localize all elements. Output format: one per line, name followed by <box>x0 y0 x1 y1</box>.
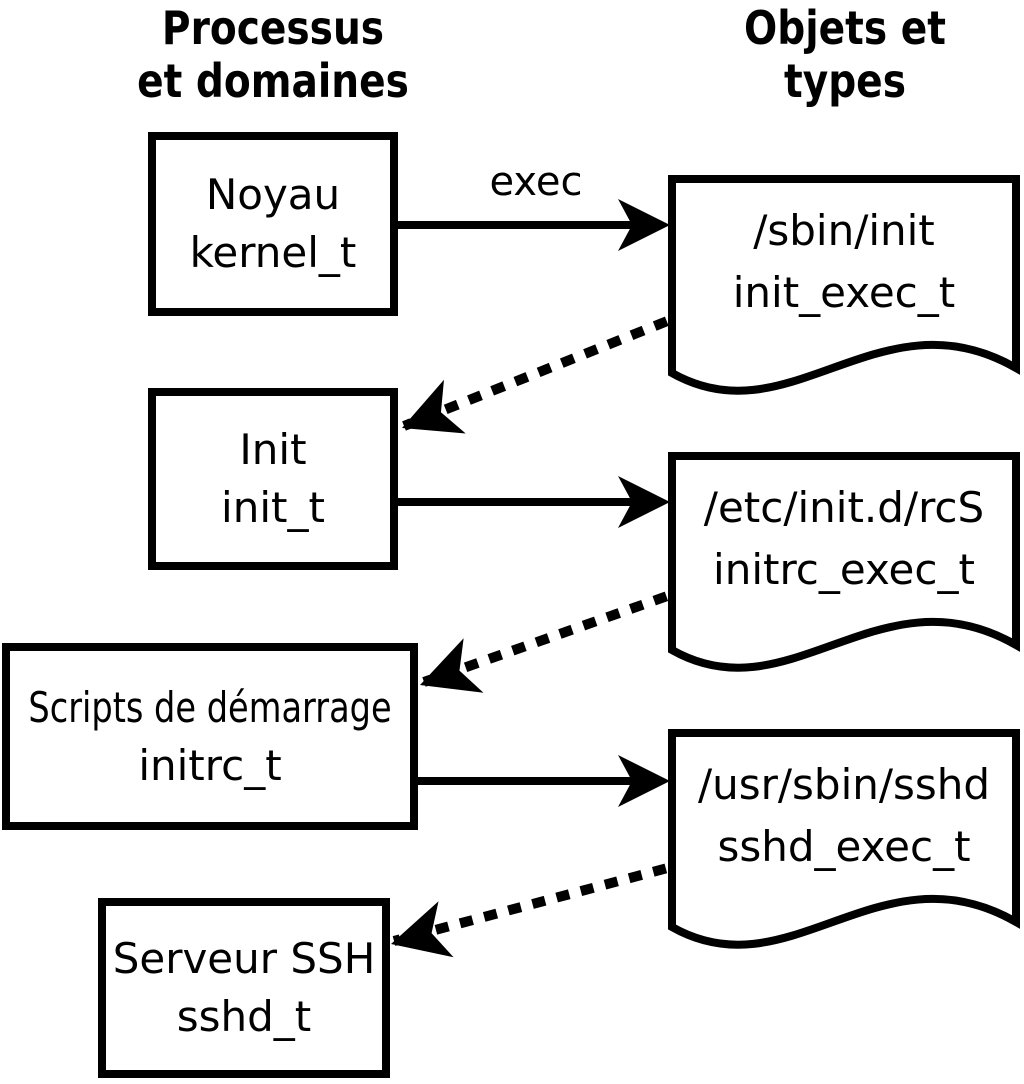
transition-line-initexec-to-init <box>402 307 692 431</box>
column-header-processes: Processus et domaines <box>82 2 465 108</box>
exec-edge-label: exec <box>489 159 583 205</box>
object-path: /usr/sbin/sshd <box>697 760 991 809</box>
process-name: Noyau <box>205 170 341 219</box>
process-name: Scripts de démarrage <box>28 682 392 732</box>
object-type: sshd_exec_t <box>717 822 971 871</box>
document-shape-etc-initd-rcs <box>668 452 1020 672</box>
header-processes-line2: et domaines <box>137 54 409 108</box>
object-path: /etc/init.d/rcS <box>703 483 985 532</box>
process-domain: initrc_t <box>138 740 282 790</box>
process-name: Init <box>239 425 307 474</box>
exec-arrowhead-init-to-initrcexec <box>618 476 670 528</box>
document-shape-usr-sbin-sshd <box>668 729 1020 949</box>
column-header-objects: Objets et types <box>654 2 1024 108</box>
object-type: init_exec_t <box>732 268 956 317</box>
transition-arrowhead-sshdexec-to-sshd <box>391 901 454 958</box>
object-type: initrc_exec_t <box>713 545 975 594</box>
object-path: /sbin/init <box>753 206 935 255</box>
process-box-sshd: Serveur SSH sshd_t <box>98 898 390 1078</box>
exec-arrowhead-kernel-to-initexec <box>618 199 670 251</box>
header-objects-line1: Objets et <box>744 1 946 55</box>
process-name: Serveur SSH <box>112 934 376 983</box>
process-domain: sshd_t <box>176 992 312 1041</box>
object-doc-usr-sbin-sshd: /usr/sbin/sshd sshd_exec_t <box>672 754 1016 878</box>
object-doc-sbin-init: /sbin/init init_exec_t <box>672 200 1016 324</box>
object-doc-etc-initd-rcs: /etc/init.d/rcS initrc_exec_t <box>672 477 1016 601</box>
transition-arrowhead-initexec-to-init <box>402 379 466 434</box>
transition-line-sshdexec-to-sshd <box>392 857 692 946</box>
process-domain: init_t <box>221 483 325 532</box>
process-box-init: Init init_t <box>148 388 398 570</box>
transition-line-initrcexec-to-initrc <box>422 583 692 687</box>
exec-arrowhead-initrc-to-sshdexec <box>618 755 670 807</box>
transition-arrowhead-initrcexec-to-initrc <box>420 638 484 693</box>
header-processes-line1: Processus <box>161 1 385 55</box>
process-box-kernel: Noyau kernel_t <box>148 132 398 316</box>
document-shape-sbin-init <box>668 175 1020 395</box>
header-objects-line2: types <box>784 54 906 108</box>
process-box-initrc: Scripts de démarrage initrc_t <box>2 643 418 830</box>
process-domain: kernel_t <box>189 228 357 277</box>
